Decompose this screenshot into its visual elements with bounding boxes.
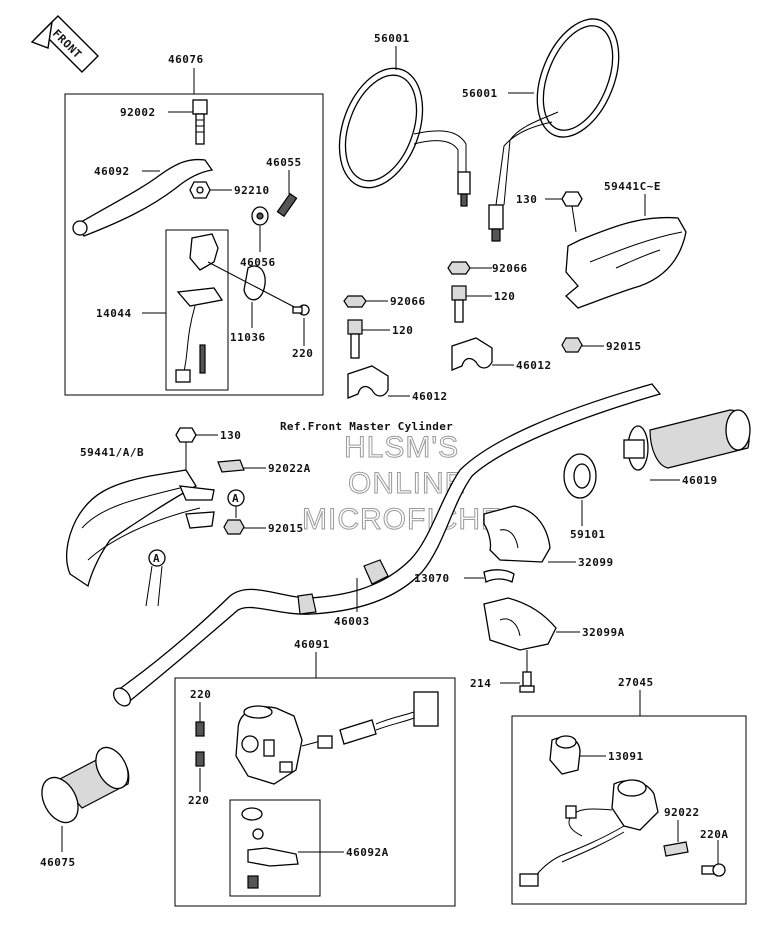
callout-14044: 14044	[96, 307, 132, 320]
callout-46003: 46003	[334, 615, 370, 628]
callout-92015-right: 92015	[606, 340, 642, 353]
nut-92210	[189, 181, 211, 199]
marker-a-upper: A	[227, 489, 245, 518]
lever-46092A	[241, 807, 299, 889]
callout-46055: 46055	[266, 156, 302, 169]
bracket-11036	[207, 261, 301, 311]
callout-220-lever: 220	[292, 347, 313, 360]
callout-27045: 27045	[618, 676, 654, 689]
callout-13070: 13070	[414, 572, 450, 585]
callout-92015-left: 92015	[268, 522, 304, 535]
adjuster-46055	[276, 192, 298, 218]
clip-92022A	[217, 459, 245, 473]
screw-220-lever	[292, 304, 310, 316]
bolt-130-left	[175, 427, 197, 452]
callout-46092A: 46092A	[346, 846, 389, 859]
callout-labels: 46076 92002 46092 92210 46055 46056 1404…	[40, 32, 729, 869]
callout-214: 214	[470, 677, 491, 690]
callout-92002: 92002	[120, 106, 156, 119]
switch-group-box	[174, 677, 456, 907]
callout-46092: 46092	[94, 165, 130, 178]
callout-46012-right: 46012	[516, 359, 552, 372]
cap-92066-left	[343, 295, 367, 308]
callout-130-right: 130	[516, 193, 537, 206]
callout-46091: 46091	[294, 638, 330, 651]
callout-46012-left: 46012	[412, 390, 448, 403]
cap-92066-right	[447, 261, 471, 275]
switch-subgroup-46092A-box	[229, 799, 321, 897]
throttle-grip-46019	[623, 409, 751, 471]
callout-56001-right: 56001	[462, 87, 498, 100]
screw-214	[519, 650, 535, 693]
callout-32099A: 32099A	[582, 626, 625, 639]
clutch-switch-14044	[175, 233, 224, 383]
callout-92022A: 92022A	[268, 462, 311, 475]
watermark: HLSM'S ONLINE MICROFICHE	[302, 431, 502, 537]
callout-46076: 46076	[168, 53, 204, 66]
callout-220-switch-upper: 220	[190, 688, 211, 701]
callout-220A: 220A	[700, 828, 729, 841]
holder-46012-left	[347, 365, 389, 399]
clutch-lever-46092	[72, 158, 214, 237]
callout-220-switch-lower: 220	[188, 794, 209, 807]
clip-92022	[663, 841, 689, 857]
watermark-line-1: HLSM'S	[344, 431, 459, 464]
callout-46019: 46019	[682, 474, 718, 487]
starter-switch-box	[511, 715, 747, 905]
bolt-92002	[192, 99, 208, 145]
callout-59441ce: 59441C~E	[604, 180, 661, 193]
holder-46012-right	[451, 337, 493, 371]
callout-32099: 32099	[578, 556, 614, 569]
switch-assy-27045	[519, 779, 659, 887]
callout-120-left: 120	[392, 324, 413, 337]
callout-92066-left: 92066	[390, 295, 426, 308]
guide-13070	[483, 569, 515, 583]
switch-subgroup-box	[165, 229, 229, 391]
screw-220A	[701, 863, 726, 877]
callout-92066-right: 92066	[492, 262, 528, 275]
marker-a-lower-label: A	[153, 552, 160, 565]
callout-11036: 11036	[230, 331, 266, 344]
marker-a-upper-label: A	[232, 492, 239, 505]
callout-46056: 46056	[240, 256, 276, 269]
grip-46075	[41, 746, 130, 824]
callout-120-right: 120	[494, 290, 515, 303]
switch-13091	[549, 735, 581, 775]
callout-59101: 59101	[570, 528, 606, 541]
mirror-left-56001	[338, 67, 471, 207]
mirror-right-56001	[488, 18, 620, 242]
cap-92015-right	[561, 337, 583, 353]
front-arrow-icon: FRONT	[30, 15, 99, 73]
handguard-right-59441	[565, 216, 687, 309]
watermark-line-3: MICROFICHE	[302, 503, 502, 536]
handguard-left-59441	[65, 469, 215, 588]
callout-46075: 46075	[40, 856, 76, 869]
callout-130-left: 130	[220, 429, 241, 442]
marker-a-lower: A	[145, 549, 166, 607]
callout-92210: 92210	[234, 184, 270, 197]
bolt-120-right	[451, 285, 467, 323]
reference-note: Ref.Front Master Cylinder	[280, 420, 453, 433]
screw-220-switch-upper	[195, 721, 205, 737]
callout-13091: 13091	[608, 750, 644, 763]
bolt-120-left	[347, 319, 363, 359]
switch-46091	[235, 691, 439, 785]
callout-59441ab: 59441/A/B	[80, 446, 144, 459]
housing-32099	[483, 505, 551, 563]
callout-56001-left: 56001	[374, 32, 410, 45]
bolt-130-right	[561, 191, 583, 233]
callout-92022: 92022	[664, 806, 700, 819]
sleeve-59101	[563, 453, 597, 499]
handlebar-46003	[112, 383, 662, 707]
screw-220-switch-lower	[195, 751, 205, 767]
housing-32099A	[483, 597, 557, 651]
nut-46056	[251, 206, 269, 226]
cap-92015-left	[223, 519, 245, 535]
